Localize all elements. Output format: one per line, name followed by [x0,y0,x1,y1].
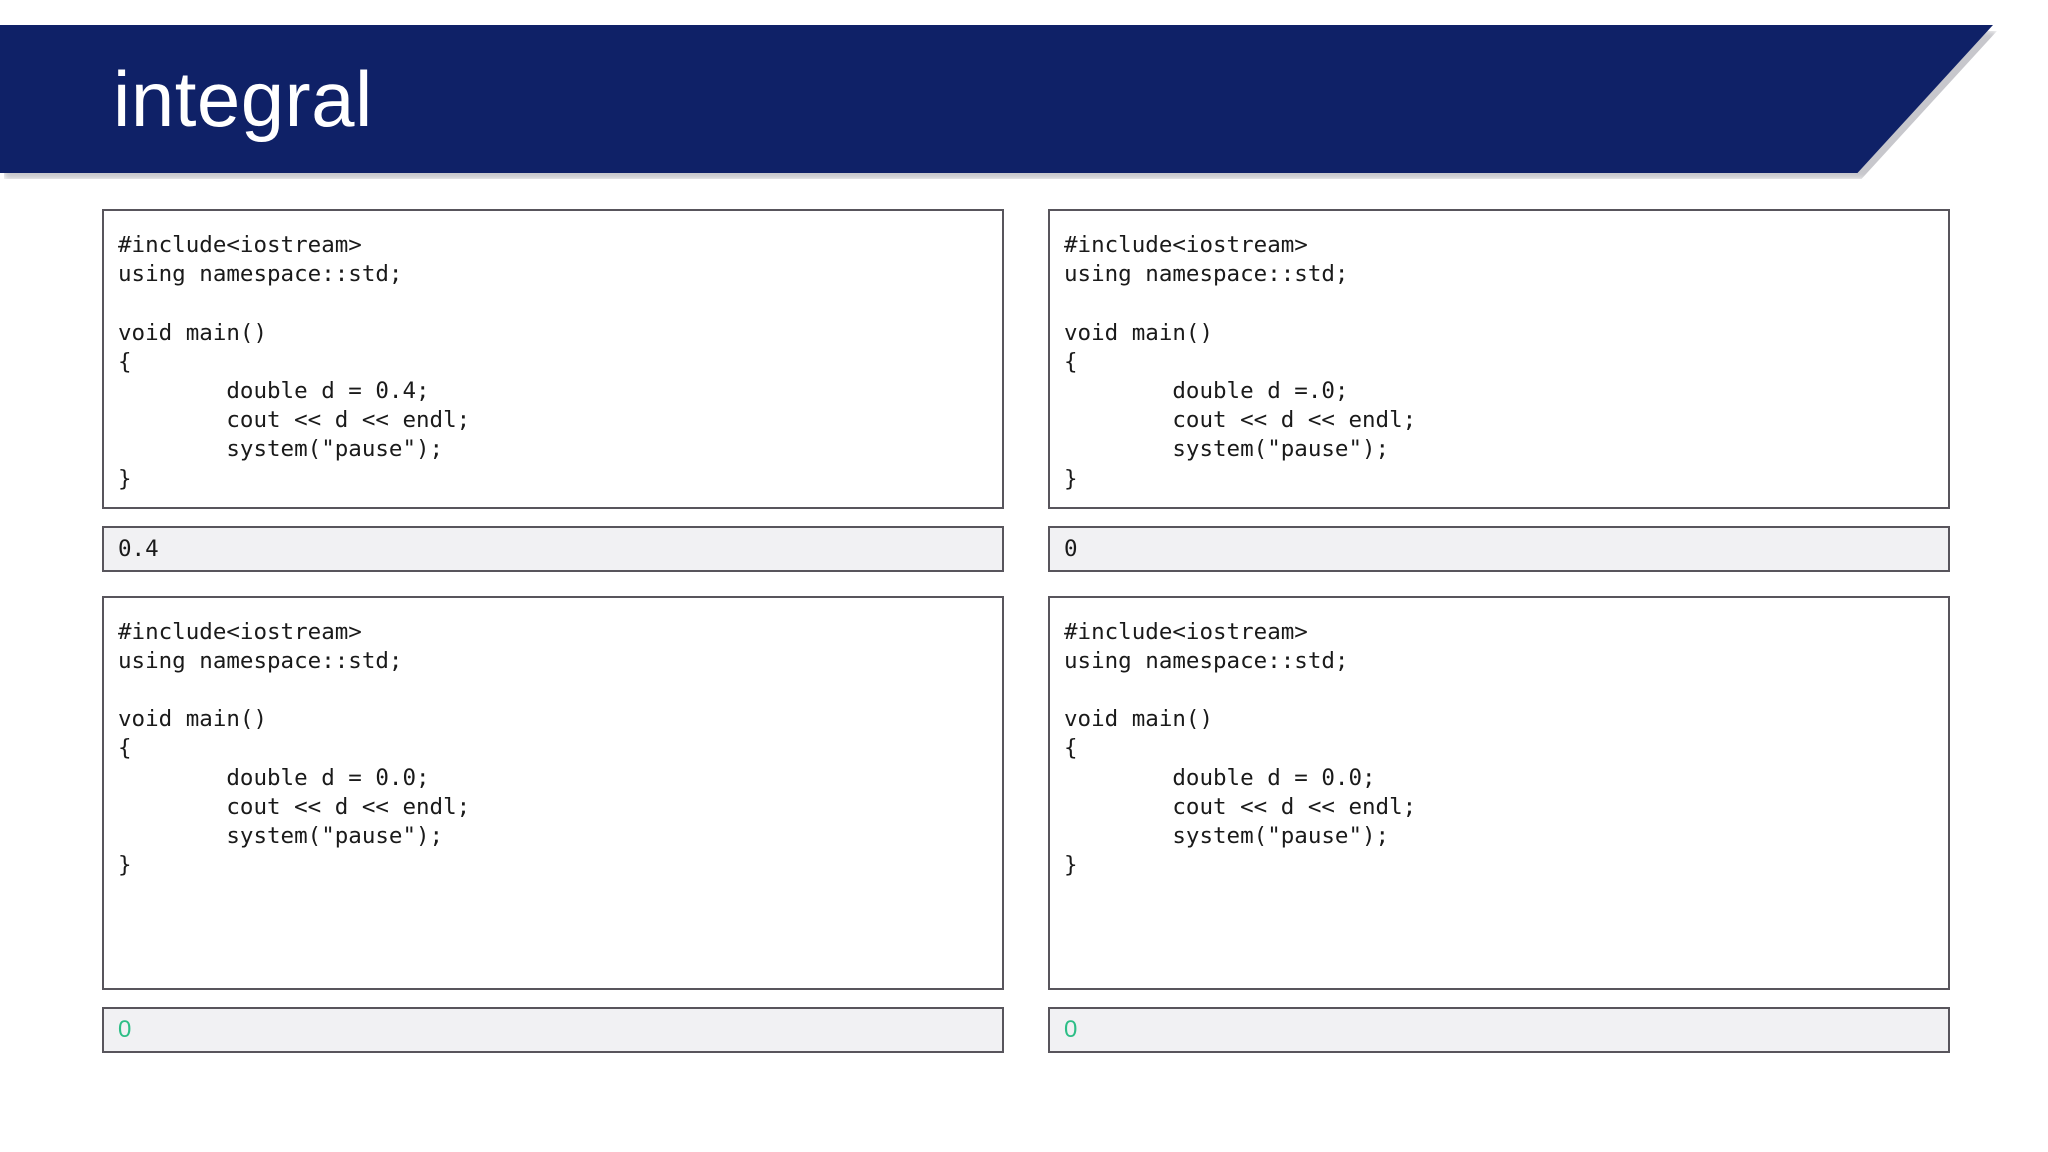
example-cell-bottom-left: #include<iostream> using namespace::std;… [102,579,1004,1060]
example-cell-bottom-right: #include<iostream> using namespace::std;… [1048,579,1950,1060]
code-panel-bottom-left: #include<iostream> using namespace::std;… [102,595,1004,990]
code-block-bottom-left: #include<iostream> using namespace::std;… [118,618,471,879]
title-banner: integral [0,25,1997,179]
code-example-grid: #include<iostream> using namespace::std;… [102,209,1950,1059]
code-block-top-left: #include<iostream> using namespace::std;… [118,232,471,492]
code-panel-top-right: #include<iostream> using namespace::std;… [1048,209,1950,509]
output-bar-top-right: 0 [1048,526,1950,572]
output-bar-top-left: 0.4 [102,526,1004,572]
code-panel-top-left: #include<iostream> using namespace::std;… [102,209,1004,509]
code-panel-bottom-right: #include<iostream> using namespace::std;… [1048,595,1950,990]
example-cell-top-right: #include<iostream> using namespace::std;… [1048,209,1950,579]
output-value-top-right: 0 [1064,535,1078,562]
output-value-bottom-right: 0 [1064,1015,1078,1043]
row-spacer-left [102,579,1004,596]
output-value-bottom-left: 0 [118,1015,132,1043]
output-bar-bottom-right: 0 [1048,1006,1950,1053]
example-cell-top-left: #include<iostream> using namespace::std;… [102,209,1004,579]
page-title: integral [113,55,373,143]
row-spacer-right [1048,579,1950,596]
output-bar-bottom-left: 0 [102,1006,1004,1053]
output-value-top-left: 0.4 [118,535,159,562]
code-block-top-right: #include<iostream> using namespace::std;… [1064,232,1417,492]
banner-shape [0,25,1993,173]
code-block-bottom-right: #include<iostream> using namespace::std;… [1064,618,1417,879]
